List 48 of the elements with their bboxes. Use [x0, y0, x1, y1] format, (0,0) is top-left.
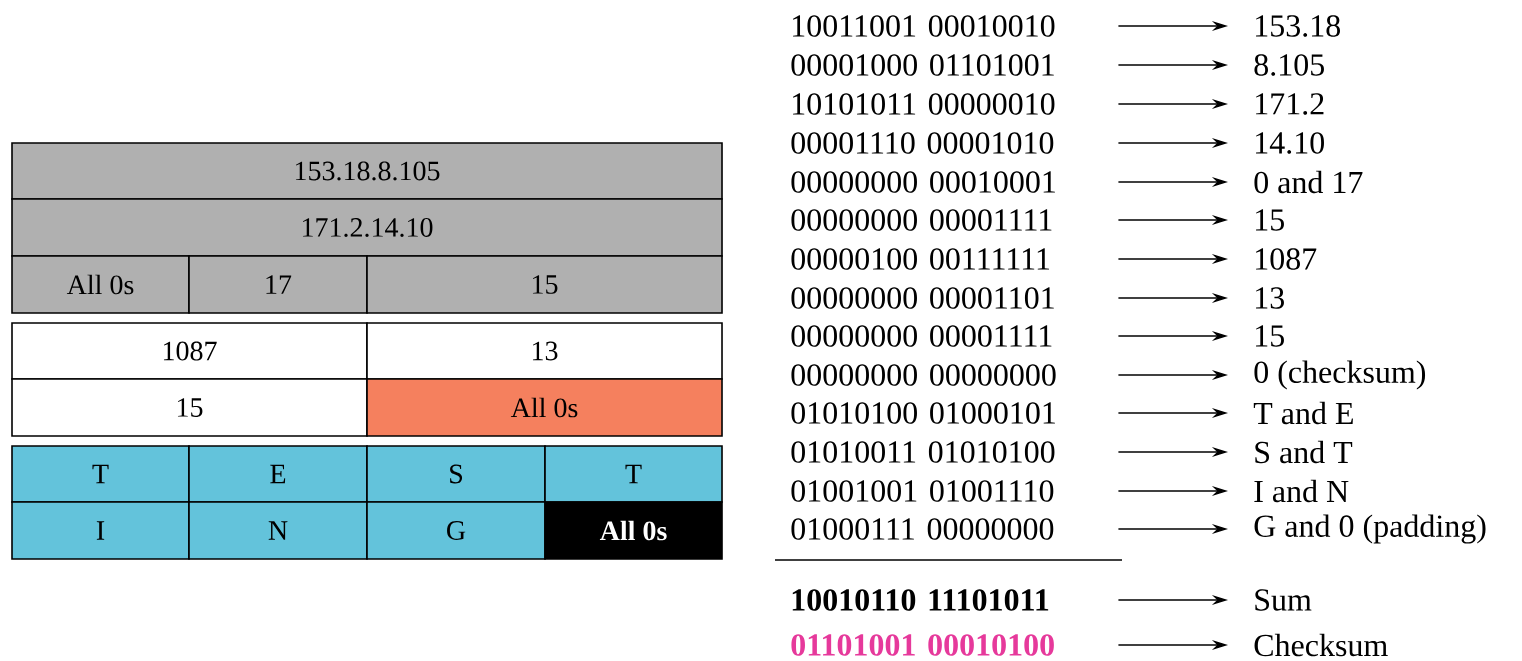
- value-text: I and N: [1254, 479, 1349, 503]
- value-text: 0 (checksum): [1254, 360, 1426, 390]
- value-text: Sum: [1255, 589, 1312, 611]
- table-cell: T: [544, 445, 723, 503]
- binary-word: 00001110 00001010: [791, 132, 1054, 154]
- table-cell: 15: [366, 255, 723, 314]
- value-text: 153.18: [1256, 15, 1340, 37]
- value-text: 0 and 17: [1254, 170, 1363, 194]
- value-text: 1087: [1256, 248, 1317, 270]
- table-cell: All 0s: [544, 501, 723, 560]
- value-text: S and T: [1255, 440, 1353, 464]
- binary-word: 01101001 00010100: [791, 634, 1054, 656]
- binary-word: 10010110 11101011: [792, 589, 1049, 611]
- binary-word: 00001000 01101001: [791, 54, 1054, 76]
- value-text: 13: [1256, 287, 1284, 309]
- value-text: 8.105: [1254, 54, 1324, 76]
- binary-word: 00000000 00001101: [791, 287, 1054, 309]
- value-text: 14.10: [1256, 132, 1324, 154]
- value-text: 15: [1256, 209, 1284, 231]
- table-cell: G: [366, 501, 546, 560]
- binary-word: 00000000 00000000: [791, 364, 1056, 386]
- table-cell: 17: [188, 255, 368, 314]
- value-text: G and 0 (padding): [1254, 514, 1486, 544]
- binary-word: 01010100 01000101: [791, 402, 1055, 424]
- table-cell: T: [11, 445, 190, 503]
- binary-word: 10011001 00010010: [793, 15, 1055, 37]
- binary-word: 00000000 00001111: [791, 209, 1052, 231]
- table-cell: N: [188, 501, 368, 560]
- value-text: 171.2: [1256, 93, 1324, 115]
- binary-word: 00000000 00001111: [791, 325, 1052, 347]
- value-text: Checksum: [1254, 633, 1388, 657]
- binary-word: 01000111 00000000: [791, 518, 1054, 540]
- binary-word: 00000000 00010001: [791, 171, 1055, 193]
- table-cell: S: [366, 445, 546, 503]
- table-cell: 153.18.8.105: [11, 142, 723, 200]
- value-text: 15: [1256, 325, 1284, 347]
- binary-word: 00000100 00111111: [791, 248, 1049, 270]
- binary-word: 01010011 01010100: [791, 441, 1055, 463]
- binary-word: 10101011 00000010: [793, 93, 1055, 115]
- table-cell: E: [188, 445, 368, 503]
- value-text: T and E: [1253, 401, 1353, 425]
- table-cell: 15: [11, 378, 368, 437]
- binary-word: 01001001 01001110: [791, 480, 1054, 502]
- table-cell: All 0s: [366, 378, 723, 437]
- table-cell: All 0s: [11, 255, 190, 314]
- table-cell: 1087: [11, 322, 368, 380]
- table-cell: 13: [366, 322, 723, 380]
- table-cell: I: [11, 501, 190, 560]
